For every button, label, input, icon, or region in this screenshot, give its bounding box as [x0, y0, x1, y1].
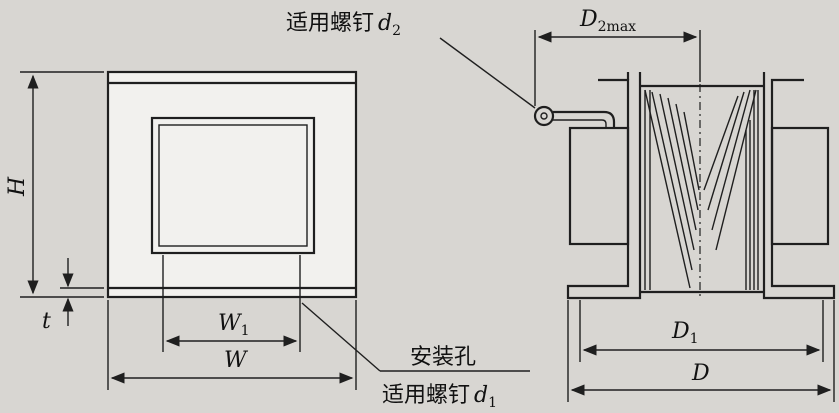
dim-W-label: W: [224, 348, 249, 373]
dim-t: t: [42, 258, 104, 334]
dim-H: H: [5, 71, 104, 298]
core-outline: [106, 70, 358, 299]
dim-t-label: t: [42, 309, 51, 334]
right-coil-block: [770, 126, 830, 246]
window-outer: [150, 116, 316, 255]
dim-D-label: D: [691, 361, 710, 386]
dim-H-label: H: [5, 176, 30, 197]
terminal-lug: [533, 105, 555, 127]
dim-D1-label: D1: [671, 319, 699, 347]
winding-hatch-left: [644, 89, 700, 290]
left-coil-block: [568, 126, 630, 246]
side-view: [533, 72, 836, 300]
dim-D2max-label: D2max: [579, 7, 636, 35]
dim-W1-label: W1: [218, 311, 250, 339]
window-inner: [158, 124, 308, 247]
mounting-hole-label: 安装孔: [410, 345, 476, 370]
dim-W1: W1: [162, 255, 301, 352]
dim-D2max: D2max: [534, 7, 701, 106]
front-view: [106, 70, 358, 299]
dim-W: W: [107, 300, 357, 390]
dim-D: D: [567, 300, 835, 402]
winding-hatch-right: [703, 89, 759, 290]
dim-D1: D1: [579, 300, 824, 362]
